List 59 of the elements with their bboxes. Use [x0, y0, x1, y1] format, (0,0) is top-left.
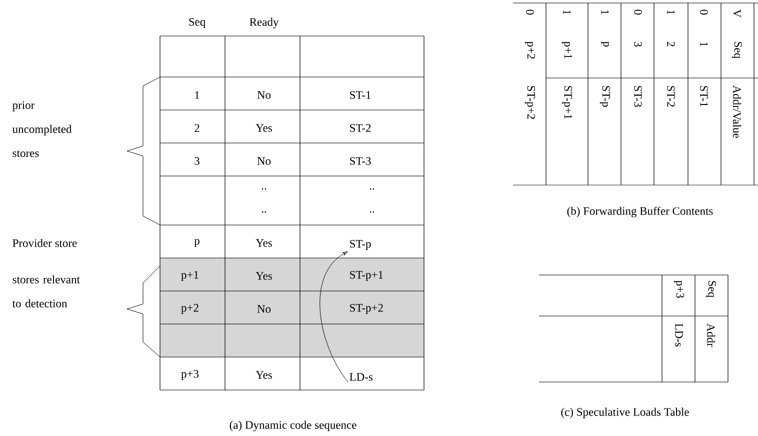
ellipsis: ..: [370, 188, 374, 190]
cell-text: Yes: [256, 239, 272, 247]
cell-text: ST-p+1: [562, 86, 572, 119]
arrow: [320, 251, 348, 382]
cell-text: LD-s: [675, 324, 683, 346]
cell-text: 3: [634, 42, 642, 47]
cell-text: p: [601, 41, 609, 47]
ellipsis: ..: [262, 188, 266, 190]
cell-text: ST-p: [600, 86, 610, 107]
cell-text: ST-1: [350, 91, 371, 99]
cell-text: ST-3: [350, 157, 371, 165]
cell-text: 1: [195, 91, 200, 99]
cell-text: 1: [601, 10, 609, 14]
column-header: Seq: [706, 281, 716, 298]
cell-text: p: [194, 239, 200, 247]
column-header: Addr/Value: [732, 85, 742, 138]
cell-text: ST-2: [350, 124, 371, 132]
cell-text: ST-p: [350, 240, 371, 250]
cell-text: No: [257, 157, 271, 165]
cell-text: p+3: [674, 280, 684, 298]
column-header: Seq: [189, 18, 206, 28]
cell-text: p+3: [181, 370, 199, 380]
caption: (a) Dynamic code sequence: [230, 420, 356, 432]
cell-text: Yes: [256, 371, 272, 379]
cell-text: ST-p+1: [350, 270, 383, 282]
cell-text: p+1: [181, 270, 198, 281]
brace-label: stores relevant to detection: [12, 275, 80, 308]
ellipsis: ..: [262, 211, 266, 213]
column-header: Seq: [732, 42, 742, 58]
column-header: Ready: [250, 18, 279, 28]
column-header: V: [733, 9, 741, 18]
cell-text: p+2: [524, 41, 536, 59]
cell-text: ST-3: [634, 86, 642, 107]
cell-text: LD-s: [350, 373, 373, 381]
cell-text: 1: [700, 42, 708, 46]
brace-label: prior uncompleted stores: [12, 101, 72, 158]
cell-text: No: [257, 91, 271, 99]
cell-text: 0: [634, 10, 642, 15]
cell-text: Yes: [256, 272, 272, 280]
cell-text: 2: [194, 124, 200, 132]
cell-text: 3: [194, 157, 200, 165]
caption: (b) Forwarding Buffer Contents: [567, 206, 713, 218]
ellipsis: ..: [370, 211, 374, 213]
cell-text: 2: [667, 42, 675, 46]
cell-text: 0: [526, 10, 534, 15]
caption: (c) Speculative Loads Table: [561, 408, 689, 418]
cell-text: 0: [700, 10, 708, 15]
cell-text: Yes: [256, 124, 272, 132]
cell-text: ST-p+2: [524, 86, 536, 119]
cell-text: 1: [667, 10, 675, 14]
row-label: Provider store: [12, 238, 77, 248]
cell-text: ST-1: [700, 86, 708, 107]
cell-text: p+1: [562, 41, 572, 59]
cell-text: 1: [563, 10, 571, 14]
cell-text: ST-p+2: [350, 304, 383, 314]
cell-text: ST-2: [667, 86, 675, 107]
cell-text: No: [257, 305, 271, 313]
column-header: Addr: [706, 323, 716, 347]
cell-text: p+2: [181, 304, 198, 314]
